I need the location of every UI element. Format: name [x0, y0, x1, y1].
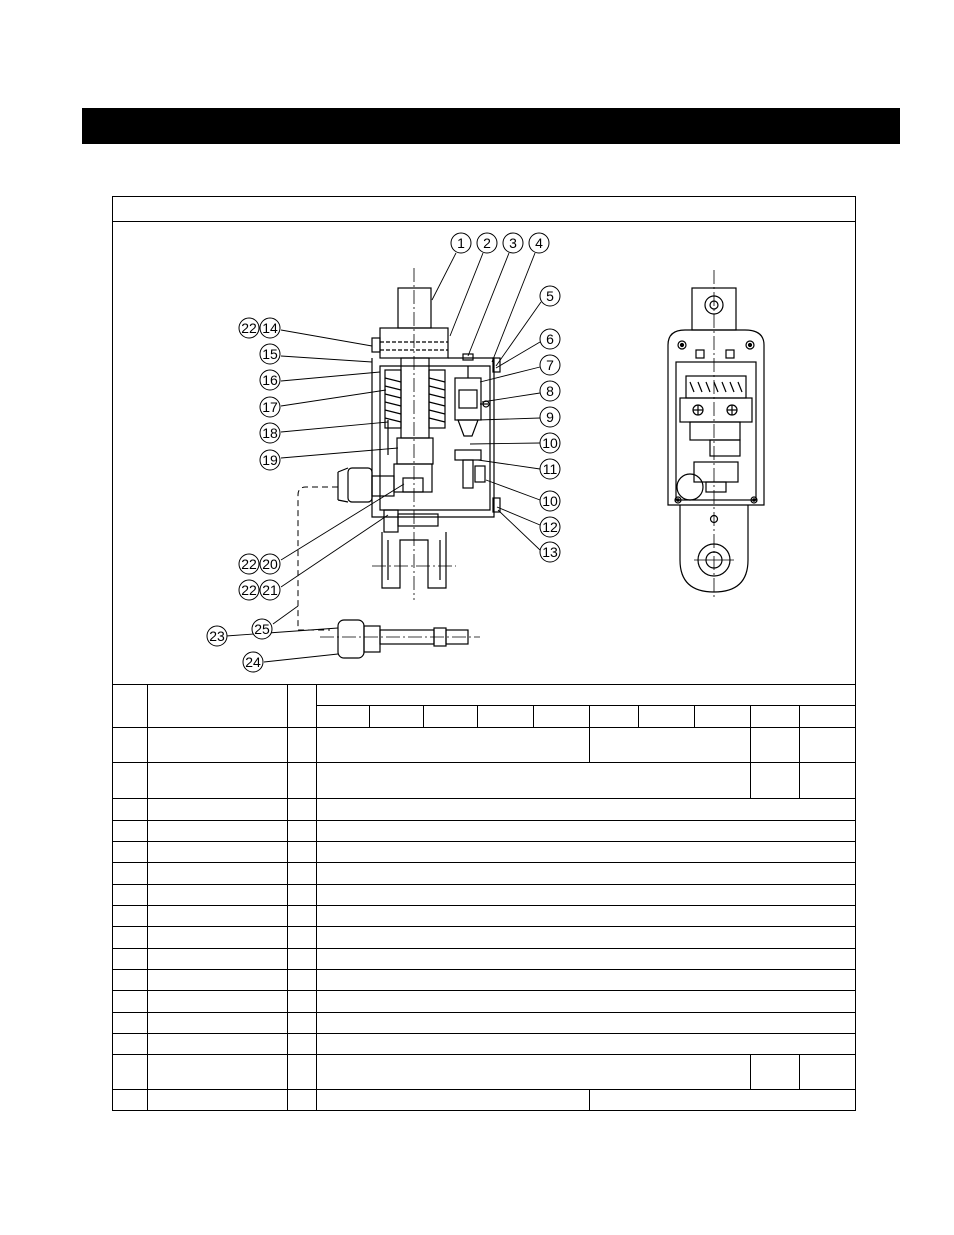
callout-21: 21	[259, 579, 281, 601]
callout-17: 17	[259, 396, 281, 418]
callout-circle	[539, 432, 561, 454]
callout-10: 10	[539, 490, 561, 512]
callout-circle	[238, 317, 260, 339]
callout-15: 15	[259, 343, 281, 365]
callout-4: 4	[528, 232, 550, 254]
callout-circle	[539, 541, 561, 563]
callout-circle	[259, 579, 281, 601]
callout-circle	[238, 553, 260, 575]
callout-number: 8	[546, 383, 554, 399]
callout-circle	[251, 618, 273, 640]
callout-number: 22	[241, 320, 257, 336]
callout-circle	[242, 651, 264, 673]
callout-14: 14	[259, 317, 281, 339]
callout-circle	[539, 458, 561, 480]
callout-circle	[450, 232, 472, 254]
callout-number: 2	[483, 235, 491, 251]
parts-table-grid	[112, 684, 856, 1110]
callout-6: 6	[539, 328, 561, 350]
callout-number: 16	[262, 372, 278, 388]
callout-20: 20	[259, 553, 281, 575]
callout-circle	[259, 369, 281, 391]
callout-number: 4	[535, 235, 543, 251]
callout-circle	[539, 285, 561, 307]
callout-circle	[259, 553, 281, 575]
callout-22: 22	[238, 553, 260, 575]
callout-5: 5	[539, 285, 561, 307]
callout-24: 24	[242, 651, 264, 673]
callout-9: 9	[539, 406, 561, 428]
callout-circle	[476, 232, 498, 254]
callout-circle	[259, 422, 281, 444]
callout-number: 5	[546, 288, 554, 304]
callout-1: 1	[450, 232, 472, 254]
callout-10: 10	[539, 432, 561, 454]
callout-19: 19	[259, 449, 281, 471]
callout-circle	[259, 343, 281, 365]
callout-circle	[539, 328, 561, 350]
callout-25: 25	[251, 618, 273, 640]
callout-number: 15	[262, 346, 278, 362]
callout-number: 10	[542, 493, 558, 509]
callout-number: 20	[262, 556, 278, 572]
callout-number: 13	[542, 544, 558, 560]
table-frame	[112, 196, 856, 1111]
callout-circle	[259, 317, 281, 339]
callout-circle	[206, 625, 228, 647]
callout-circle	[539, 490, 561, 512]
callout-circle	[539, 380, 561, 402]
callout-number: 14	[262, 320, 278, 336]
callout-number: 6	[546, 331, 554, 347]
callout-number: 21	[262, 582, 278, 598]
callout-23: 23	[206, 625, 228, 647]
front-view-drawing	[667, 270, 765, 600]
callout-number: 7	[546, 357, 554, 373]
callout-number: 9	[546, 409, 554, 425]
callout-12: 12	[539, 516, 561, 538]
callout-number: 23	[209, 628, 225, 644]
section-title-bar	[82, 108, 900, 144]
callout-circle	[539, 354, 561, 376]
callout-22: 22	[238, 579, 260, 601]
callout-number: 22	[241, 556, 257, 572]
callout-number: 12	[542, 519, 558, 535]
callout-circle	[259, 449, 281, 471]
callout-leaders	[225, 252, 542, 663]
callout-2: 2	[476, 232, 498, 254]
callout-circle	[539, 406, 561, 428]
callout-number: 19	[262, 452, 278, 468]
callout-number: 17	[262, 399, 278, 415]
sectional-view-drawing	[297, 268, 501, 659]
callout-number: 22	[241, 582, 257, 598]
callout-7: 7	[539, 354, 561, 376]
callout-circle	[528, 232, 550, 254]
callout-16: 16	[259, 369, 281, 391]
callout-number: 11	[543, 461, 558, 477]
callout-number: 24	[245, 654, 261, 670]
callout-number: 25	[254, 621, 270, 637]
callout-number: 3	[509, 235, 517, 251]
callout-8: 8	[539, 380, 561, 402]
callout-3: 3	[502, 232, 524, 254]
callout-circle	[539, 516, 561, 538]
callout-18: 18	[259, 422, 281, 444]
callout-22: 22	[238, 317, 260, 339]
callout-circle	[502, 232, 524, 254]
callout-number: 18	[262, 425, 278, 441]
callout-circle	[259, 396, 281, 418]
callout-number: 1	[457, 235, 465, 251]
callout-circle	[238, 579, 260, 601]
callout-13: 13	[539, 541, 561, 563]
callout-number: 10	[542, 435, 558, 451]
callout-11: 11	[539, 458, 561, 480]
